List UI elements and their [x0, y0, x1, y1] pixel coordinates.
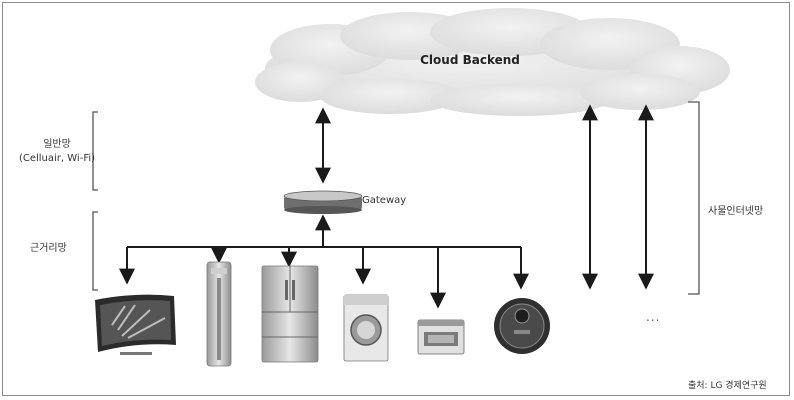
- general-network-title: 일반망: [43, 139, 71, 150]
- figure-frame: [2, 2, 790, 396]
- more-devices-ellipsis: ...: [646, 310, 661, 324]
- general-network-bracket: [92, 111, 98, 191]
- general-network-detail: (Celluair, Wi-Fi): [18, 153, 96, 164]
- cloud-backend-label: Cloud Backend: [420, 53, 520, 67]
- washing-machine-icon: [343, 294, 389, 362]
- near-field-bracket: [92, 211, 98, 291]
- gateway-label: Gateway: [362, 195, 407, 206]
- near-field-network-label: 근거리망: [30, 243, 67, 254]
- gateway-icon: [283, 190, 363, 214]
- oven-icon: [417, 319, 465, 355]
- iot-network-bracket: [688, 101, 700, 295]
- curved-tv-icon: [95, 294, 176, 355]
- air-conditioner-icon: [206, 261, 232, 367]
- general-network-label: 일반망 (Celluair, Wi-Fi): [5, 138, 109, 166]
- source-caption: 출처: LG 경제연구원: [688, 381, 767, 391]
- cloud-shape: [255, 8, 730, 116]
- iot-network-label: 사물인터넷망: [708, 206, 764, 217]
- refrigerator-icon: [261, 265, 319, 363]
- robot-cleaner-icon: [494, 298, 550, 354]
